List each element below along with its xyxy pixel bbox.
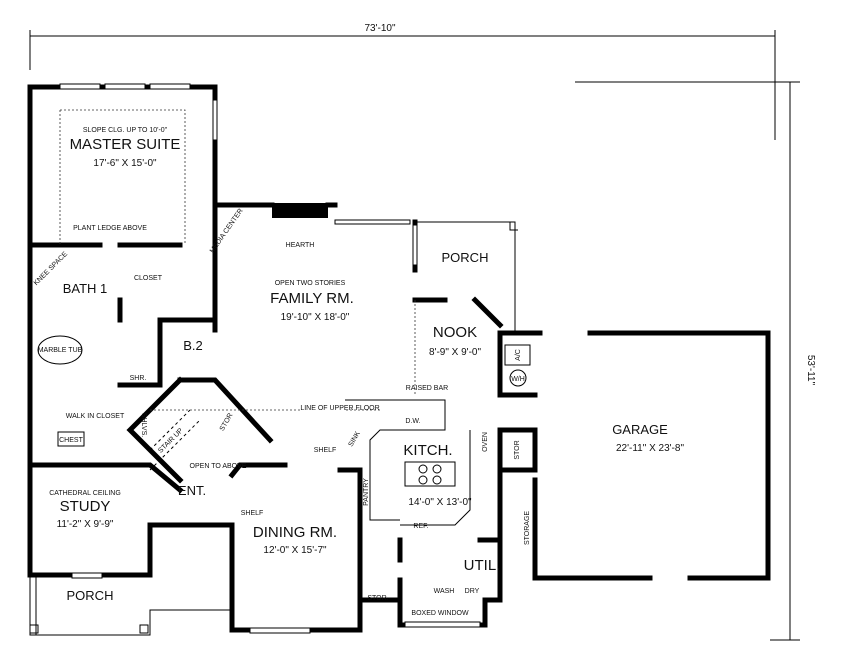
svg-text:STOR: STOR <box>219 412 235 432</box>
svg-text:PLANT LEDGE ABOVE: PLANT LEDGE ABOVE <box>73 225 147 232</box>
svg-text:OVEN: OVEN <box>482 432 489 452</box>
svg-text:14'-0" X 13'-0": 14'-0" X 13'-0" <box>408 497 472 508</box>
interior-details <box>37 109 531 526</box>
svg-text:8'-9" X 9'-0": 8'-9" X 9'-0" <box>429 347 482 358</box>
svg-text:W/H: W/H <box>511 376 525 383</box>
svg-text:SHLVS.: SHLVS. <box>140 413 147 437</box>
svg-text:SHR.: SHR. <box>130 375 147 382</box>
svg-text:REF.: REF. <box>413 523 428 530</box>
room-utility: UTIL. WASH DRY STOR. BOXED WINDOW <box>367 557 500 617</box>
svg-text:BATH 1: BATH 1 <box>63 281 108 296</box>
svg-text:11'-2" X 9'-9": 11'-2" X 9'-9" <box>57 519 114 530</box>
svg-text:17'-6" X 15'-0": 17'-6" X 15'-0" <box>93 158 157 169</box>
svg-text:SINK: SINK <box>348 430 362 448</box>
svg-text:WALK IN CLOSET: WALK IN CLOSET <box>66 413 125 420</box>
porches <box>29 221 518 636</box>
svg-text:RAISED BAR: RAISED BAR <box>406 385 448 392</box>
svg-text:PANTRY: PANTRY <box>363 478 370 506</box>
room-entry: ENT. <box>178 483 206 498</box>
svg-text:MARBLE TUB: MARBLE TUB <box>38 347 83 354</box>
room-bath-2: B.2 <box>183 338 203 353</box>
svg-text:CATHEDRAL CEILING: CATHEDRAL CEILING <box>49 490 121 497</box>
svg-text:OPEN TWO STORIES: OPEN TWO STORIES <box>275 280 346 287</box>
svg-text:STAIR UP: STAIR UP <box>157 427 185 455</box>
stair-area: STAIR UP STOR OPEN TO ABOVE <box>157 412 247 470</box>
svg-text:STORAGE: STORAGE <box>524 511 531 545</box>
svg-text:12'-0" X 15'-7": 12'-0" X 15'-7" <box>263 545 327 556</box>
room-family: MEDIA CENTER FIRE PLACE HEARTH OPEN TWO … <box>209 208 354 323</box>
svg-text:SHELF: SHELF <box>241 510 264 517</box>
overall-depth-label: 53'-11" <box>805 355 816 386</box>
svg-text:DRY: DRY <box>465 588 480 595</box>
svg-text:FAMILY RM.: FAMILY RM. <box>270 290 354 307</box>
room-bath-1: BATH 1 CLOSET KNEE SPACE MARBLE TUB SHR. <box>33 251 163 382</box>
svg-text:FIRE PLACE: FIRE PLACE <box>280 223 321 230</box>
svg-text:D.W.: D.W. <box>405 418 420 425</box>
svg-text:SLOPE CLG. UP TO 10'-0": SLOPE CLG. UP TO 10'-0" <box>83 127 168 134</box>
svg-text:WASH: WASH <box>434 588 455 595</box>
svg-text:CLOSET: CLOSET <box>134 275 163 282</box>
svg-text:LINE OF UPPER FLOOR: LINE OF UPPER FLOOR <box>300 405 379 412</box>
svg-text:HEARTH: HEARTH <box>286 242 315 249</box>
windows <box>59 83 481 634</box>
svg-text:UTIL.: UTIL. <box>464 557 501 574</box>
svg-text:NOOK: NOOK <box>433 324 477 341</box>
svg-text:SHELF: SHELF <box>314 447 337 454</box>
svg-text:STUDY: STUDY <box>60 498 111 515</box>
overall-width-label: 73'-10" <box>364 23 395 34</box>
svg-text:MASTER SUITE: MASTER SUITE <box>70 136 181 153</box>
svg-text:A/C: A/C <box>515 349 522 361</box>
room-front-porch: PORCH <box>67 588 114 603</box>
room-master-suite: SLOPE CLG. UP TO 10'-0" MASTER SUITE 17'… <box>70 127 181 232</box>
room-kitchen: RAISED BAR LINE OF UPPER FLOOR D.W. SINK… <box>300 385 489 530</box>
svg-text:STOR.: STOR. <box>367 595 388 602</box>
room-rear-porch: PORCH <box>442 250 489 265</box>
room-dining: SHELF DINING RM. 12'-0" X 15'-7" <box>241 510 337 556</box>
room-nook: NOOK 8'-9" X 9'-0" <box>429 324 482 358</box>
mechanical: A/C W/H <box>511 349 525 383</box>
room-study: CATHEDRAL CEILING STUDY 11'-2" X 9'-9" <box>49 490 121 530</box>
svg-text:OPEN TO ABOVE: OPEN TO ABOVE <box>190 463 247 470</box>
svg-text:CHEST: CHEST <box>59 437 83 444</box>
walk-in-closet: WALK IN CLOSET CHEST SHLVS. <box>59 413 147 444</box>
svg-text:STOR: STOR <box>514 440 521 459</box>
svg-text:19'-10" X 18'-0": 19'-10" X 18'-0" <box>281 312 350 323</box>
svg-text:DINING RM.: DINING RM. <box>253 524 337 541</box>
room-garage: STOR STORAGE GARAGE 22'-11" X 23'-8" <box>514 422 684 545</box>
svg-text:22'-11" X 23'-8": 22'-11" X 23'-8" <box>616 443 684 454</box>
dimension-lines <box>29 30 800 641</box>
svg-text:GARAGE: GARAGE <box>612 422 668 437</box>
svg-text:KITCH.: KITCH. <box>403 442 452 459</box>
svg-text:BOXED WINDOW: BOXED WINDOW <box>411 610 469 617</box>
